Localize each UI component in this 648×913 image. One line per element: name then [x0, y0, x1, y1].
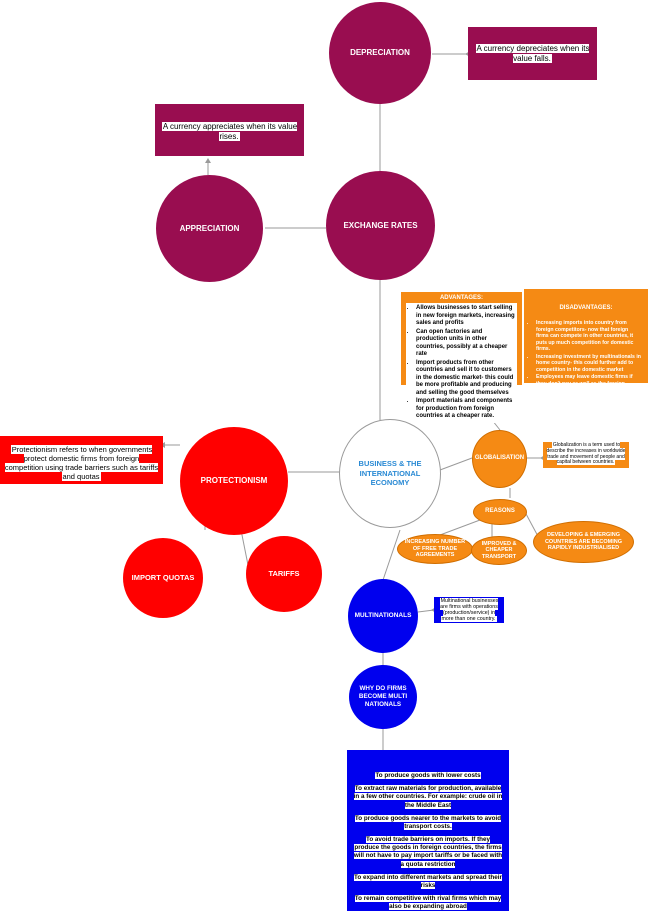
depreciation-label: DEPRECIATION [350, 48, 410, 57]
reason-item: To avoid trade barriers on imports. If t… [353, 836, 503, 868]
link-multinationals-note [417, 609, 435, 613]
advantage-item: Allows businesses to start selling in ne… [416, 305, 515, 328]
advantage-item: Can open factories and production units … [416, 329, 515, 359]
appreciation-node: APPRECIATION [156, 175, 263, 282]
multinationals-node: MULTINATIONALS [348, 579, 418, 653]
transport-label: IMPROVED & CHEAPER TRANSPORT [481, 540, 517, 560]
reasons-label: REASONS [485, 508, 515, 515]
disadvantages-title: DISADVANTAGES: [559, 305, 613, 311]
exchange-rates-node: EXCHANGE RATES [326, 171, 435, 280]
advantages-title: ADVANTAGES: [439, 295, 484, 301]
free-trade-node: INCREASING NUMBER OF FREE TRADE AGREEMEN… [397, 534, 473, 564]
disadvantage-item: Increasing investment by multinationals … [536, 354, 642, 374]
reason-item: To expand into different markets and spr… [354, 873, 502, 889]
multinationals-note-box: Multinational businesses are firms with … [434, 597, 504, 623]
protectionism-node: PROTECTIONISM [180, 427, 288, 535]
import-quotas-label: IMPORT QUOTAS [131, 573, 195, 583]
exchange-rates-label: EXCHANGE RATES [343, 220, 418, 230]
tariffs-label: TARIFFS [268, 569, 300, 579]
disadvantages-box: DISADVANTAGES: Increasing imports into c… [524, 289, 648, 393]
disadvantage-item: Increasing imports into country from for… [536, 320, 642, 353]
reasons-node: REASONS [473, 499, 527, 525]
center-node: BUSINESS & THE INTERNATIONAL ECONOMY [339, 419, 441, 528]
advantage-item: Import materials and components for prod… [416, 398, 515, 421]
link-center-globalisation [439, 457, 473, 471]
advantage-item: Import products from other countries and… [416, 360, 515, 398]
disadvantage-item: Employees may leave domestic firms if th… [536, 374, 642, 394]
reason-item: To remain competitive with rival firms w… [354, 895, 502, 911]
multinationals-label: MULTINATIONALS [354, 611, 412, 619]
appreciation-note: A currency appreciates when its value ri… [161, 122, 298, 141]
protectionism-note-box: Protectionism refers to when governments… [0, 436, 163, 484]
reason-item: To extract raw materials for production,… [353, 785, 503, 809]
advantages-list: Allows businesses to start selling in ne… [408, 305, 515, 421]
depreciation-node: DEPRECIATION [329, 2, 431, 104]
link-reasons-freetrade [439, 519, 481, 536]
appreciation-label: APPRECIATION [179, 223, 240, 233]
protectionism-note: Protectionism refers to when governments… [4, 445, 159, 481]
import-quotas-node: IMPORT QUOTAS [123, 538, 203, 618]
developing-node: DEVELOPING & EMERGING COUNTRIES ARE BECO… [533, 521, 634, 563]
disadvantages-list: Increasing imports into country from for… [530, 320, 642, 394]
free-trade-label: INCREASING NUMBER OF FREE TRADE AGREEMEN… [404, 539, 466, 559]
depreciation-note: A currency depreciates when its value fa… [475, 44, 590, 63]
globalisation-label: GLOBALISATION [474, 455, 525, 462]
reason-item: To produce goods nearer to the markets t… [354, 814, 502, 830]
center-label: BUSINESS & THE INTERNATIONAL ECONOMY [358, 459, 422, 488]
advantages-box: ADVANTAGES: Allows businesses to start s… [401, 292, 522, 423]
appreciation-note-box: A currency appreciates when its value ri… [155, 104, 304, 156]
why-firms-reasons-box: To produce goods with lower costs To ext… [347, 750, 509, 911]
why-firms-node: WHY DO FIRMS BECOME MULTI NATIONALS [349, 665, 417, 729]
protectionism-label: PROTECTIONISM [200, 476, 268, 485]
multinationals-note: Multinational businesses are firms with … [439, 598, 499, 623]
tariffs-node: TARIFFS [246, 536, 322, 612]
reason-item: To produce goods with lower costs [375, 772, 481, 779]
transport-node: IMPROVED & CHEAPER TRANSPORT [471, 536, 527, 565]
why-firms-label: WHY DO FIRMS BECOME MULTI NATIONALS [358, 685, 408, 708]
depreciation-note-box: A currency depreciates when its value fa… [468, 27, 597, 80]
globalisation-node: GLOBALISATION [472, 430, 527, 488]
link-center-multinationals [382, 529, 401, 581]
globalisation-note-box: Globalization is a term used to describe… [543, 442, 629, 468]
globalisation-note: Globalization is a term used to describe… [546, 442, 626, 466]
developing-label: DEVELOPING & EMERGING COUNTRIES ARE BECO… [544, 532, 623, 552]
